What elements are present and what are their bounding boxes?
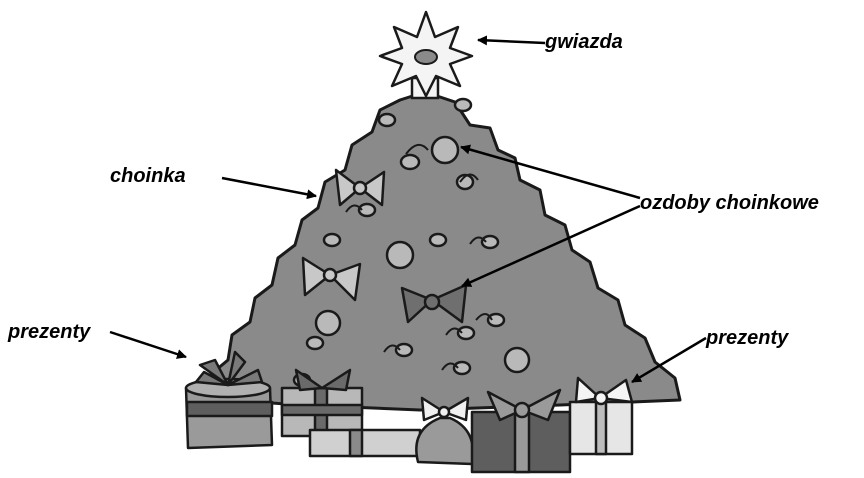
ornament-icon xyxy=(305,335,325,351)
ornament-icon xyxy=(452,360,472,376)
gift-icon xyxy=(280,368,364,438)
ornament-icon xyxy=(377,112,397,128)
arrow-icon xyxy=(460,144,641,200)
gift-icon xyxy=(308,428,422,458)
arrow-icon xyxy=(221,176,317,200)
label-tree: choinka xyxy=(110,165,186,187)
label-gifts-left: prezenty xyxy=(8,321,91,343)
ornament-icon xyxy=(430,135,460,165)
ornament-icon xyxy=(453,97,473,113)
arrow-icon xyxy=(631,336,707,384)
gifts-group xyxy=(184,350,634,474)
bow-icon xyxy=(301,256,362,302)
ornament-icon xyxy=(456,325,476,341)
ornament-icon xyxy=(394,342,414,358)
ornament-icon xyxy=(314,309,342,337)
ornament-icon xyxy=(399,153,421,171)
arrow-icon xyxy=(461,204,641,288)
ornament-icon xyxy=(357,202,377,218)
ornament-icon xyxy=(486,312,506,328)
gift-icon xyxy=(184,350,274,450)
star-icon xyxy=(378,10,474,100)
gift-icon xyxy=(470,388,572,474)
bow-icon xyxy=(334,168,386,207)
ornament-icon xyxy=(480,234,500,250)
arrow-icon xyxy=(109,330,187,359)
ornament-icon xyxy=(503,346,531,374)
bow-icon xyxy=(400,283,468,324)
label-star: gwiazda xyxy=(545,31,623,53)
label-gifts-right: prezenty xyxy=(706,327,789,349)
ornament-icon xyxy=(322,232,342,248)
ornament-icon xyxy=(385,240,415,270)
gift-icon xyxy=(415,396,475,466)
gift-icon xyxy=(568,376,634,456)
arrow-icon xyxy=(477,35,546,46)
ornaments-group xyxy=(292,97,531,388)
ornament-icon xyxy=(428,232,448,248)
arrows-group xyxy=(109,35,707,384)
label-ornaments: ozdoby choinkowe xyxy=(640,192,819,214)
ornament-icon xyxy=(455,173,475,191)
